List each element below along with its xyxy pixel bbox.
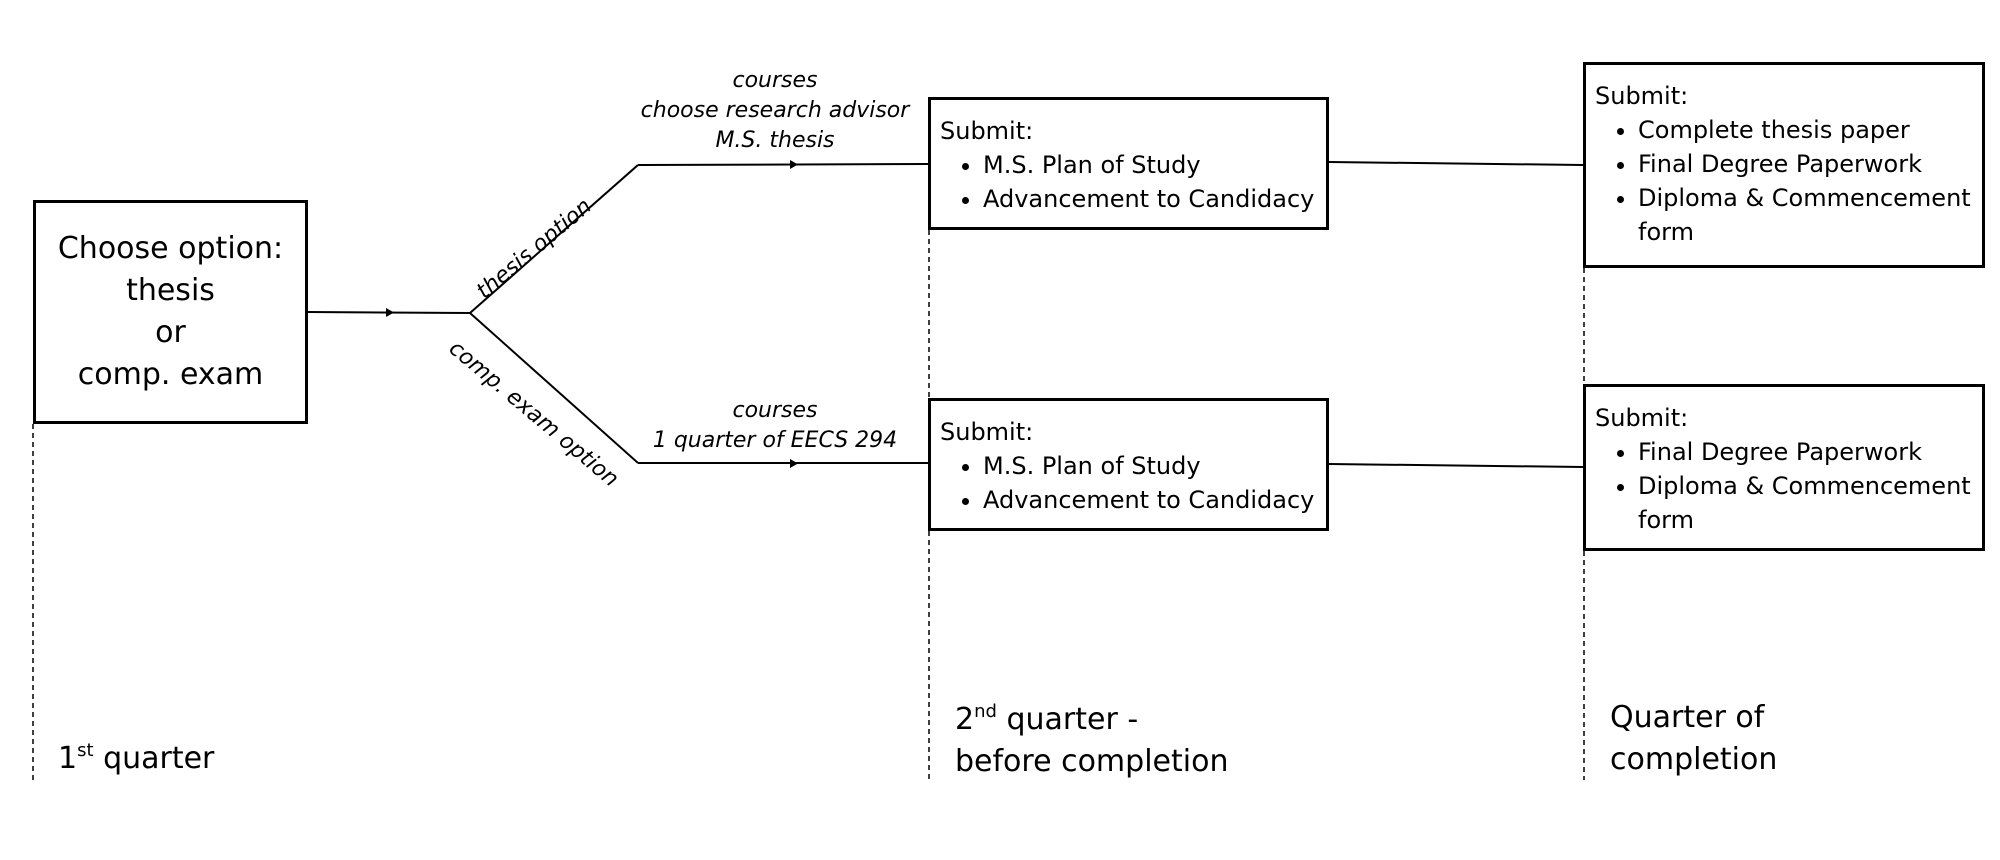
start-line: thesis xyxy=(126,273,215,308)
phase-line: Quarter of xyxy=(1610,700,1765,735)
submit-heading: Submit: xyxy=(1595,82,1689,110)
start-line: or xyxy=(155,315,186,350)
phase-second-quarter: 2nd quarter - before completion xyxy=(955,699,1228,783)
exam-path-notes: courses 1 quarter of EECS 294 xyxy=(640,396,910,456)
phase-num: 2 xyxy=(955,702,975,737)
submit-list: Complete thesis paper Final Degree Paper… xyxy=(1595,113,1982,249)
phase-line: 2nd quarter - xyxy=(955,699,1228,741)
path-note: M.S. thesis xyxy=(715,128,835,153)
phase-line: before completion xyxy=(955,744,1229,779)
submit-list: M.S. Plan of Study Advancement to Candid… xyxy=(940,148,1326,216)
thesis-path-notes: courses choose research advisor M.S. the… xyxy=(640,66,910,156)
start-line: comp. exam xyxy=(77,357,264,392)
submit-list: M.S. Plan of Study Advancement to Candid… xyxy=(940,449,1326,517)
start-line: Choose option: xyxy=(57,231,284,266)
submit-item: Final Degree Paperwork xyxy=(1638,435,1982,469)
phase-completion-quarter: Quarter of completion xyxy=(1610,697,1777,781)
submit-item: Advancement to Candidacy xyxy=(983,483,1326,517)
submit-item: Final Degree Paperwork xyxy=(1638,147,1982,181)
submit-item: M.S. Plan of Study xyxy=(983,449,1326,483)
path-note: courses xyxy=(732,68,818,93)
connector-thesis-path xyxy=(637,163,929,166)
submit-item: Diploma & Commencement form xyxy=(1638,181,1982,249)
connector-thesis-diagonal xyxy=(469,164,639,314)
phase-first-quarter: 1st quarter xyxy=(58,738,214,780)
submit-item: Complete thesis paper xyxy=(1638,113,1982,147)
path-note: courses xyxy=(732,398,818,423)
path-note: choose research advisor xyxy=(640,98,910,123)
choose-option-box: Choose option: thesis or comp. exam xyxy=(33,200,308,424)
path-note: 1 quarter of EECS 294 xyxy=(652,428,898,453)
exam-mid-submit-box: Submit: M.S. Plan of Study Advancement t… xyxy=(928,398,1329,531)
connector-exam-final xyxy=(1328,463,1584,468)
phase-rest: quarter - xyxy=(996,702,1139,737)
thesis-final-submit-box: Submit: Complete thesis paper Final Degr… xyxy=(1583,62,1985,268)
phase-rest: quarter xyxy=(93,741,215,776)
submit-heading: Submit: xyxy=(940,117,1034,145)
phase-line: completion xyxy=(1610,742,1778,777)
arrow-head-exam xyxy=(790,459,798,468)
phase-sup: st xyxy=(77,740,94,761)
submit-heading: Submit: xyxy=(1595,404,1689,432)
phase-sup: nd xyxy=(974,701,997,722)
submit-item: Advancement to Candidacy xyxy=(983,182,1326,216)
thesis-mid-submit-box: Submit: M.S. Plan of Study Advancement t… xyxy=(928,97,1329,230)
arrow-head-thesis xyxy=(790,160,798,169)
submit-item: M.S. Plan of Study xyxy=(983,148,1326,182)
submit-list: Final Degree Paperwork Diploma & Commenc… xyxy=(1595,435,1982,537)
submit-heading: Submit: xyxy=(940,418,1034,446)
connector-thesis-final xyxy=(1328,161,1584,166)
phase-num: 1 xyxy=(58,741,78,776)
submit-item: Diploma & Commencement form xyxy=(1638,469,1982,537)
arrow-head-start xyxy=(386,308,394,317)
connector-exam-diagonal xyxy=(469,312,639,464)
exam-final-submit-box: Submit: Final Degree Paperwork Diploma &… xyxy=(1583,384,1985,551)
